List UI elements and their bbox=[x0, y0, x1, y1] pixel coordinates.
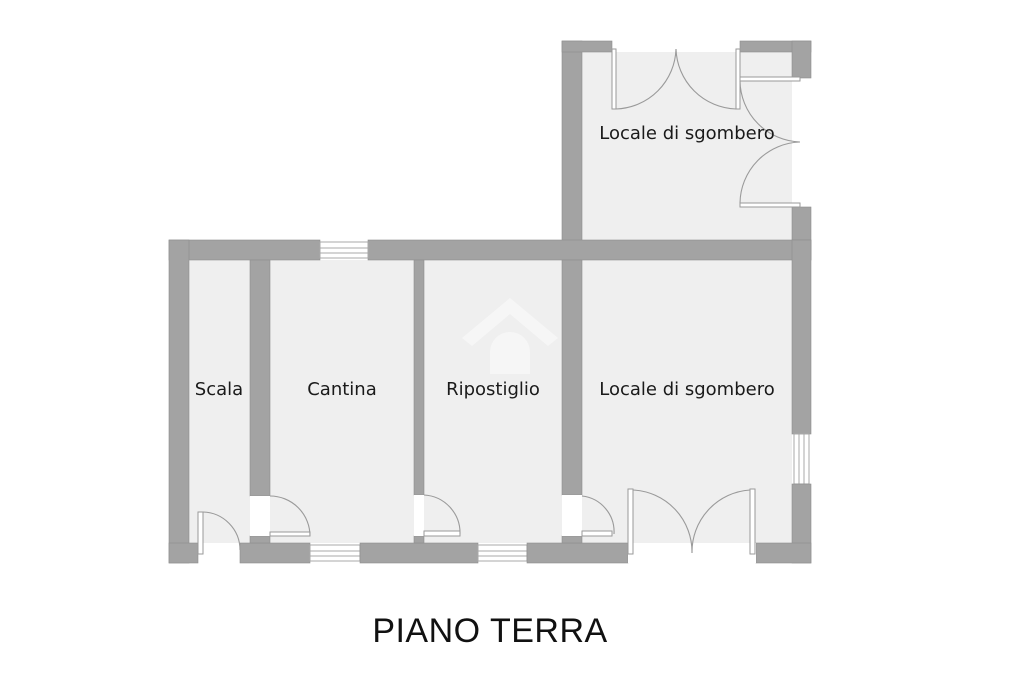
wall-top-mid bbox=[367, 239, 812, 261]
floor-title: PIANO TERRA bbox=[372, 612, 608, 650]
wall-scala-cantina-stub bbox=[249, 535, 271, 544]
wall-top bbox=[168, 239, 321, 261]
wall-left bbox=[168, 239, 190, 564]
wall-bottom-scala bbox=[168, 542, 199, 564]
wall-ripostiglio-locale-stub bbox=[561, 535, 583, 544]
room-fill-scala bbox=[189, 260, 250, 543]
wall-bottom-ripostiglio bbox=[359, 542, 479, 564]
wall-scala-cantina bbox=[249, 259, 271, 497]
room-label-locale-lower: Locale di sgombero bbox=[599, 379, 774, 400]
room-fill-cantina bbox=[270, 260, 414, 543]
double-door-upper-right bbox=[739, 76, 801, 208]
wall-upper-left bbox=[561, 40, 583, 261]
wall-upper-right-top bbox=[791, 40, 812, 79]
room-fill-ripostiglio bbox=[424, 260, 562, 543]
window-top-cantina bbox=[319, 241, 369, 259]
wall-ripostiglio-locale bbox=[561, 259, 583, 496]
door-cantina bbox=[269, 495, 311, 537]
double-door-main-entrance bbox=[627, 488, 756, 555]
house-logo-watermark-icon bbox=[462, 298, 558, 374]
door-ripostiglio bbox=[423, 494, 461, 537]
window-right bbox=[793, 433, 810, 485]
room-label-ripostiglio: Ripostiglio bbox=[446, 379, 540, 400]
door-scala bbox=[197, 511, 241, 555]
window-bottom-ripostiglio bbox=[477, 544, 528, 562]
room-label-cantina: Cantina bbox=[307, 379, 377, 400]
wall-cantina-ripostiglio bbox=[413, 259, 425, 496]
wall-bottom-right bbox=[755, 542, 812, 564]
room-fill-locale-lower bbox=[582, 260, 792, 543]
window-bottom-cantina bbox=[309, 544, 361, 562]
wall-right-upper bbox=[791, 239, 812, 435]
wall-upper-top-left bbox=[561, 40, 613, 53]
wall-bottom-cantina bbox=[239, 542, 311, 564]
wall-bottom-locale bbox=[526, 542, 629, 564]
door-locale bbox=[581, 495, 615, 537]
wall-cantina-ripostiglio-stub bbox=[413, 535, 425, 544]
room-label-locale-upper: Locale di sgombero bbox=[599, 123, 774, 144]
room-label-scala: Scala bbox=[195, 379, 243, 400]
